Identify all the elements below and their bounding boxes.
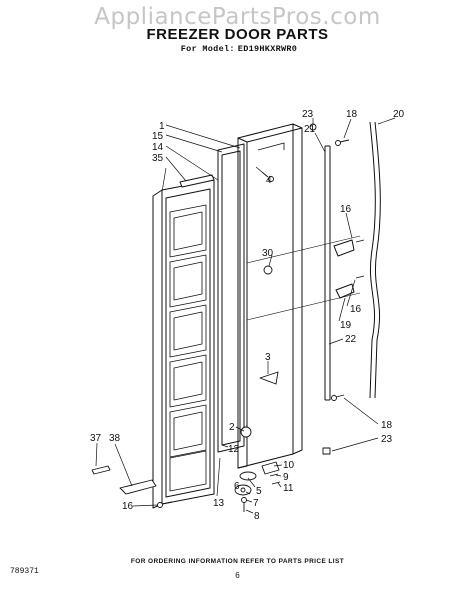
bottom-parts <box>91 465 173 508</box>
callout-10: 10 <box>283 460 295 471</box>
callout-18: 18 <box>346 109 358 120</box>
callout-16a: 16 <box>340 204 352 215</box>
callout-4: 4 <box>266 175 272 186</box>
gasket-frame <box>217 143 245 453</box>
trim-strip <box>179 174 215 188</box>
callout-37: 37 <box>90 433 102 444</box>
callout-1: 1 <box>159 121 165 132</box>
page-title: FREEZER DOOR PARTS <box>146 26 329 43</box>
model-label: For Model: <box>180 44 235 54</box>
callout-12: 12 <box>228 444 240 455</box>
callout-18b: 18 <box>381 420 393 431</box>
callout-9: 9 <box>283 472 289 483</box>
ordering-info: FOR ORDERING INFORMATION REFER TO PARTS … <box>130 558 345 565</box>
model-line: For Model:ED19HKXRWR0 <box>0 44 475 54</box>
callout-19: 19 <box>340 320 352 331</box>
callout-38: 38 <box>109 433 121 444</box>
callout-23: 23 <box>302 109 314 120</box>
callout-23b: 23 <box>381 434 393 445</box>
callout-5: 5 <box>256 486 262 497</box>
reference-number: 789371 <box>10 567 39 576</box>
handle-rod <box>369 121 381 399</box>
handle-bracket <box>324 145 355 401</box>
callout-6: 6 <box>234 481 240 492</box>
callout-20: 20 <box>393 109 405 120</box>
callout-2: 2 <box>229 422 235 433</box>
callout-22: 22 <box>345 334 357 345</box>
door-outer-panel <box>237 123 303 469</box>
watermark: AppliancePartsPros.com <box>94 4 381 30</box>
callout-35: 35 <box>152 153 164 164</box>
callout-3: 3 <box>265 352 271 363</box>
door-liner <box>152 179 215 509</box>
callout-21: 21 <box>304 124 316 135</box>
callout-13: 13 <box>213 498 225 509</box>
callout-16b: 16 <box>350 304 362 315</box>
callout-7: 7 <box>253 498 259 509</box>
model-number: ED19HKXRWR0 <box>237 44 298 54</box>
callout-8: 8 <box>254 511 260 522</box>
callout-30: 30 <box>262 248 274 259</box>
callout-14: 14 <box>152 142 164 153</box>
page-number: 6 <box>235 571 240 580</box>
hinge-parts <box>234 265 281 512</box>
callout-11: 11 <box>283 483 294 494</box>
leader-lines <box>95 117 396 514</box>
callout-labels: 1 15 14 35 4 23 18 20 21 16 30 16 19 22 … <box>90 109 405 522</box>
callout-16c: 16 <box>122 501 134 512</box>
callout-15: 15 <box>152 131 164 142</box>
